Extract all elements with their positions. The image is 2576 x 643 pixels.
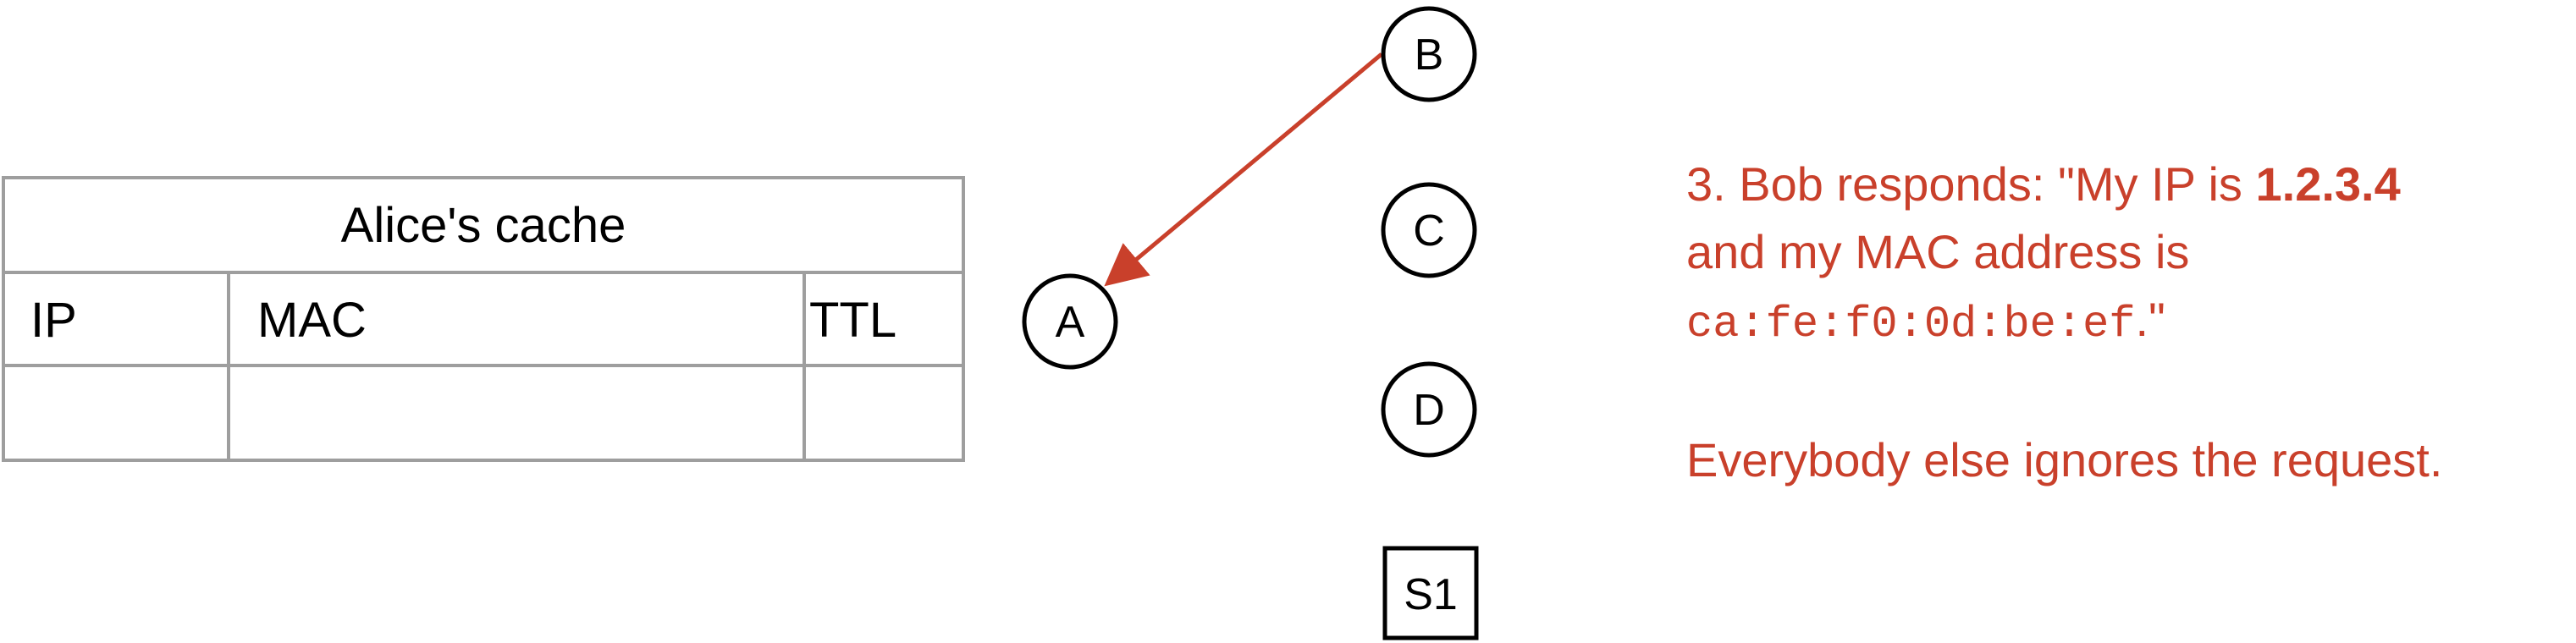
switch-label: S1 [1404,570,1458,619]
table-outline [2,176,965,462]
caption-text: 3. Bob responds: "My IP is [1686,157,2256,211]
response-arrow [1104,52,1383,287]
cache-table: Alice's cache IP MAC TTL [2,176,965,462]
column-header-mac: MAC [257,293,367,348]
host-label: B [1415,30,1444,80]
host-node-a: A [1022,273,1118,370]
caption-line: and my MAC address is [1686,225,2190,278]
host-node-c: C [1381,182,1477,278]
ip-address: 1.2.3.4 [2255,157,2401,211]
column-header-ttl: TTL [809,293,896,348]
column-header-ip: IP [30,293,77,348]
host-node-b: B [1381,6,1477,102]
caption-spacer [1686,359,2567,426]
caption-line: 3. Bob responds: "My IP is 1.2.3.4 [1686,151,2567,218]
caption-line: Everybody else ignores the request. [1686,433,2443,486]
mac-address: ca:fe:f0:0d:be:ef [1686,300,2136,349]
host-label: C [1413,206,1445,256]
caption-line: ca:fe:f0:0d:be:ef." [1686,286,2567,359]
host-node-d: D [1381,361,1477,458]
host-label: A [1056,298,1085,347]
switch-node-s1: S1 [1382,546,1479,640]
host-label: D [1413,386,1445,435]
step-caption: 3. Bob responds: "My IP is 1.2.3.4 and m… [1686,151,2567,494]
caption-text: ." [2135,293,2165,346]
table-title: Alice's cache [341,198,626,253]
